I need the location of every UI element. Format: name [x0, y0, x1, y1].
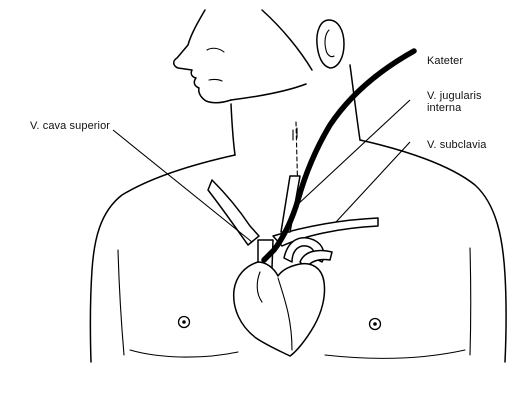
cava-leader: [113, 130, 252, 242]
left-pectoral: [130, 350, 238, 357]
face-profile: [174, 10, 231, 103]
head-outline: [174, 10, 360, 200]
right-arm-line: [470, 248, 471, 355]
label-kateter: Kateter: [427, 55, 463, 67]
back-of-head: [262, 10, 312, 70]
neck-front: [231, 104, 235, 155]
label-cava-superior: V. cava superior: [30, 120, 110, 132]
label-subclavia: V. subclavia: [427, 139, 487, 151]
neck-back: [350, 65, 360, 140]
heart: [234, 262, 325, 356]
mouth-crease: [209, 79, 222, 81]
heart-outline: [234, 262, 325, 356]
label-jugularis-line2: interna: [427, 102, 462, 114]
ear: [317, 20, 344, 68]
left-arm-line: [118, 250, 124, 355]
subclavia-leader: [336, 142, 410, 222]
right-pectoral: [325, 350, 465, 358]
left-nipple-icon: [179, 317, 190, 328]
right-nipple-icon: [370, 319, 381, 330]
jaw-line: [231, 84, 306, 100]
eye: [207, 48, 224, 52]
label-jugularis-line1: V. jugularis: [427, 90, 482, 102]
labels: Kateter V. jugularis interna V. subclavi…: [30, 55, 487, 151]
right-shoulder: [360, 140, 506, 362]
ear-inner: [325, 30, 334, 57]
